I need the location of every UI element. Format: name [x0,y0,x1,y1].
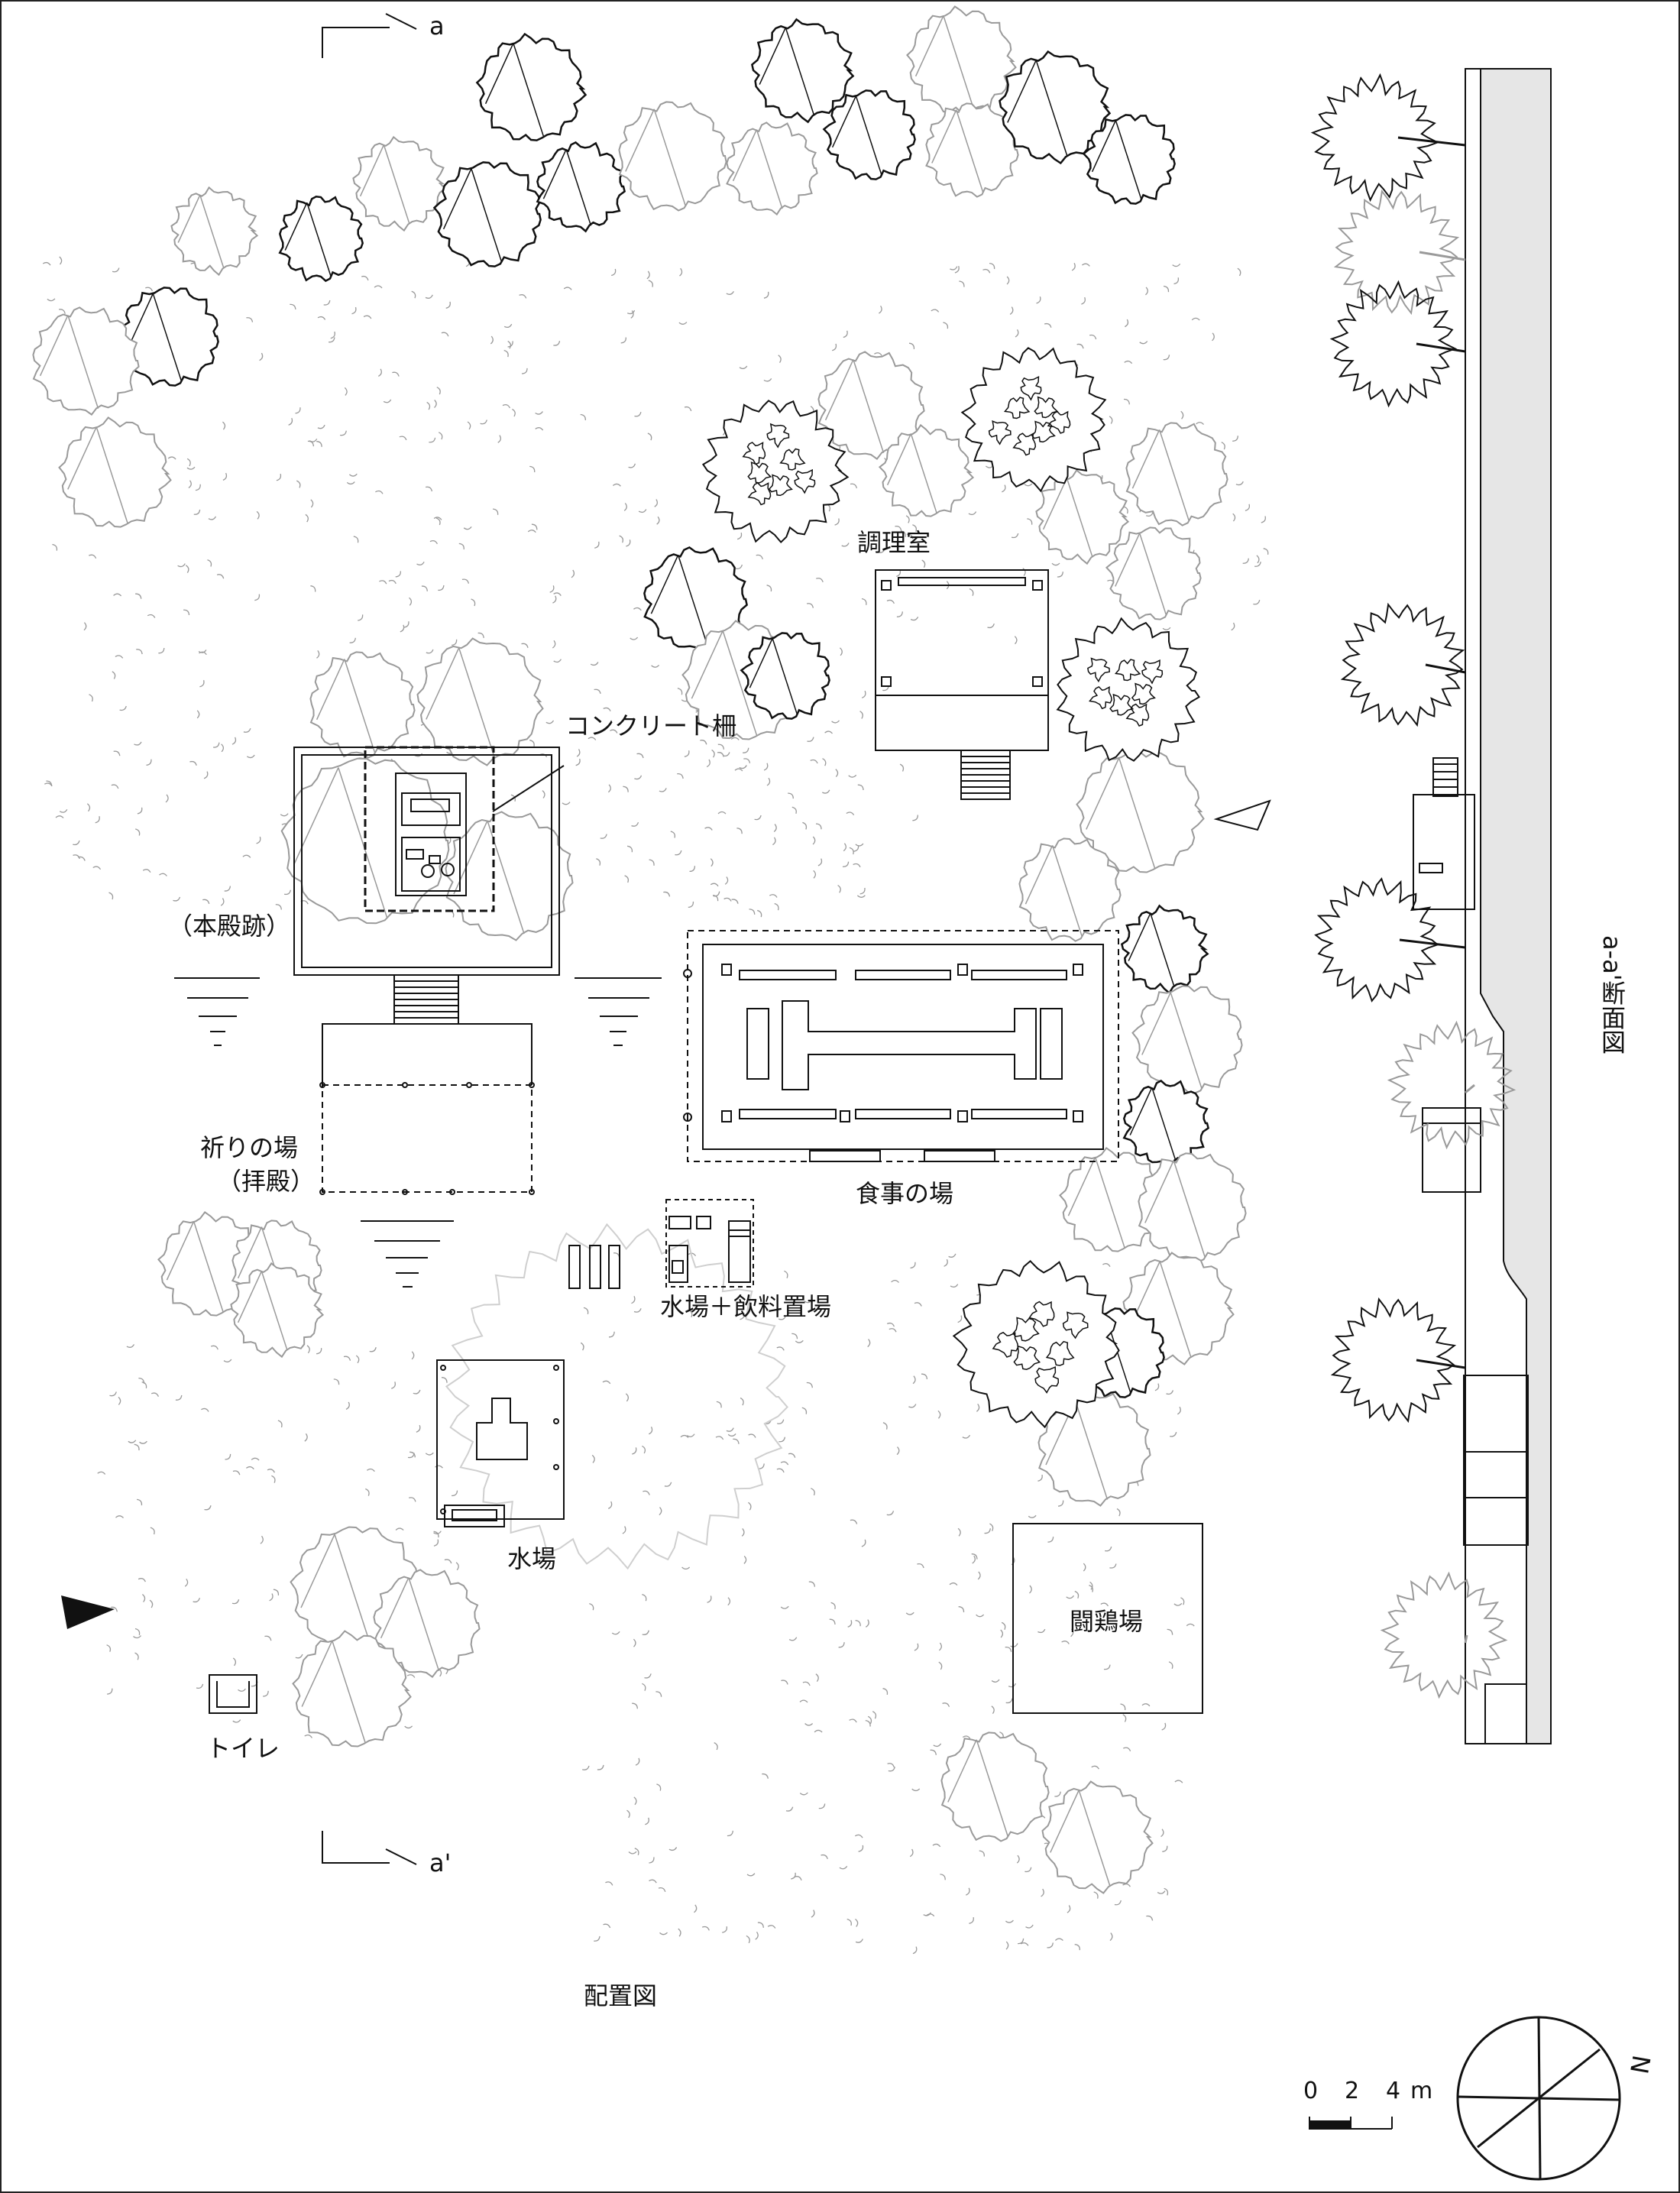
benches [568,1245,620,1289]
prayer-place-label: 祈りの場 [200,1133,299,1162]
section-mark-bottom [322,1831,417,1865]
tree-canopies [32,5,1247,1894]
water-drinks-label: 水場＋飲料置場 [660,1292,832,1321]
dining-place [683,930,1119,1162]
tree [1041,1780,1154,1894]
section-tree [1314,877,1466,1003]
tree [1131,985,1243,1094]
site-plan-title: 配置図 [584,1981,658,2010]
tree [432,161,542,267]
cockfight-ring [1012,1523,1203,1714]
tree [878,423,975,517]
tree [1076,747,1205,873]
tree [536,141,626,233]
triangle-marker-icon [1213,799,1271,831]
scale-unit: m [1410,2078,1433,2104]
tree-blob [701,400,850,544]
level-marks [174,977,662,1288]
tree-blob [1056,617,1201,762]
tree [1105,526,1202,620]
tree [373,1569,481,1678]
tree [280,757,450,925]
concrete-fence-label: コンクリート柵 [565,711,737,740]
tree [925,102,1019,198]
section-mark-top [322,13,417,58]
tree [1125,422,1228,526]
section-tree [1387,1020,1517,1150]
tree-blob [960,347,1107,493]
tree [1082,114,1176,205]
tree [309,651,416,759]
tree [940,1731,1050,1842]
tree [1037,1391,1151,1507]
section-tree [1333,189,1466,316]
triangle-marker-icon [61,1595,115,1629]
water-place [436,1359,565,1527]
scale-bar [1309,2117,1393,2130]
water-place-label: 水場 [507,1544,557,1573]
tree [1122,1079,1210,1168]
tree [230,1262,325,1359]
tree [751,18,855,124]
tree [726,121,818,216]
tree [999,50,1112,165]
section-mark-top-label: a [429,11,445,40]
compass-north-icon [1456,2016,1621,2181]
prayer-place [319,1023,535,1195]
toilet [209,1674,257,1714]
cockfight-label: 闘鶏場 [1070,1607,1144,1636]
section-tree [1330,1297,1466,1424]
tree [1035,468,1130,565]
tree [416,637,544,766]
tree [618,101,727,212]
section-tree [1329,280,1466,408]
water-drinks-place [665,1199,754,1288]
tree [817,351,925,460]
tree [643,546,748,653]
scale-zero: 0 [1303,2078,1319,2104]
main-hall-label: （本殿跡） [168,912,291,941]
tree-blob [952,1260,1120,1429]
tree [58,416,172,528]
scale-four: 4 [1386,2078,1401,2104]
tree [292,1630,412,1748]
tree [445,811,574,941]
tree [32,306,140,416]
cooking-room-label: 調理室 [857,528,931,557]
tree [1138,1152,1247,1263]
tree [906,5,1017,114]
section-tree [1380,1571,1508,1699]
tree [1018,837,1122,942]
section-title: a-a'断面図 [1597,935,1627,1054]
section-tree [1310,73,1466,202]
tree [475,32,588,141]
section-elevation [1310,68,1552,1744]
tree [170,186,259,277]
tree [822,89,916,180]
scale-two: 2 [1345,2078,1360,2104]
toilet-label: トイレ [206,1734,280,1763]
tree [352,135,447,232]
section-trees [1310,73,1517,1699]
tree [740,632,830,720]
prayer-place-sub-label: （拝殿） [217,1167,316,1196]
tree [1120,904,1209,995]
tree-outline [445,1223,788,1570]
dining-place-label: 食事の場 [856,1179,954,1208]
main-hall-steps [393,974,459,1025]
tree [278,196,364,283]
section-tree [1340,602,1466,727]
section-mark-bottom-label: a' [429,1848,452,1877]
cooking-room [875,569,1049,800]
